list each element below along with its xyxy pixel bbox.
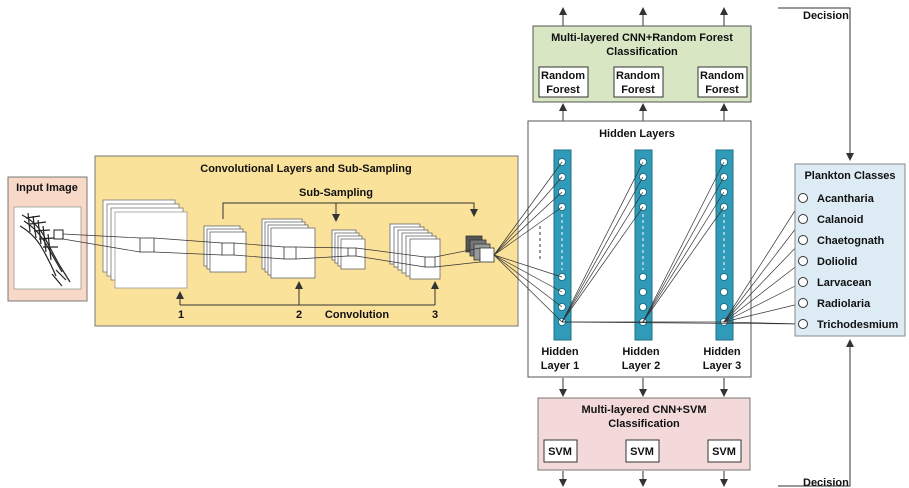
rf-box-1 bbox=[538, 66, 589, 98]
class-label-1: Acantharia bbox=[817, 193, 875, 205]
class-label-4: Doliolid bbox=[817, 256, 857, 268]
neuron-l2-6 bbox=[638, 287, 648, 297]
neuron-l3-5 bbox=[719, 272, 729, 282]
hidden-to-rf-arrows bbox=[559, 103, 728, 121]
plankton-image bbox=[13, 206, 82, 290]
svm-box-3 bbox=[707, 439, 742, 463]
rf-box-3-l2: Forest bbox=[705, 84, 739, 96]
class-label-3: Chaetognath bbox=[817, 235, 885, 247]
plankton-classes-panel: Plankton Classes AcanthariaCalanoidChaet… bbox=[794, 163, 906, 337]
decision-top-arrow bbox=[778, 7, 854, 161]
svm-box-2 bbox=[625, 439, 660, 463]
svm-box-1-label: SVM bbox=[548, 446, 572, 458]
neuron-l2-7 bbox=[638, 302, 648, 312]
convolution-panel: Convolutional Layers and Sub-Sampling Su… bbox=[62, 155, 519, 327]
random-forest-title-2: Classification bbox=[606, 46, 678, 58]
decision-bottom-arrow bbox=[778, 339, 854, 487]
class-node-1 bbox=[798, 193, 808, 203]
class-node-5 bbox=[798, 277, 808, 287]
class-node-6 bbox=[798, 298, 808, 308]
class-node-4 bbox=[798, 256, 808, 266]
hidden-layer-2-l1: Hidden bbox=[622, 346, 660, 358]
class-label-5: Larvacean bbox=[817, 277, 872, 289]
hidden-layer-1-l1: Hidden bbox=[541, 346, 579, 358]
neuron-l3-7 bbox=[719, 302, 729, 312]
feature-map-3 bbox=[261, 218, 316, 279]
feature-map-4 bbox=[331, 229, 366, 270]
hidden-layer-3-l2: Layer 3 bbox=[703, 360, 742, 372]
hidden-layers-title: Hidden Layers bbox=[599, 128, 675, 140]
rf-box-3-l1: Random bbox=[700, 70, 744, 82]
hidden-layer-3-l1: Hidden bbox=[703, 346, 741, 358]
rf-box-3 bbox=[697, 66, 748, 98]
conv-title: Convolutional Layers and Sub-Sampling bbox=[200, 163, 411, 175]
hidden-layers-panel: Hidden Layers Hidden Layer 1 Hidden Laye… bbox=[493, 120, 804, 378]
convolution-label: Convolution bbox=[325, 309, 389, 321]
class-label-7: Trichodesmium bbox=[817, 319, 899, 331]
class-node-7 bbox=[798, 319, 808, 329]
top-output-arrows bbox=[559, 7, 728, 26]
conv-step-1: 1 bbox=[178, 309, 184, 321]
neuron-l2-5 bbox=[638, 272, 648, 282]
plankton-classes-title: Plankton Classes bbox=[804, 170, 895, 182]
decision-bottom-label: Decision bbox=[803, 477, 849, 488]
neuron-l3-6 bbox=[719, 287, 729, 297]
stack-connectors bbox=[62, 233, 481, 268]
random-forest-title-1: Multi-layered CNN+Random Forest bbox=[551, 32, 733, 44]
class-node-3 bbox=[798, 235, 808, 245]
rf-box-2-l2: Forest bbox=[621, 84, 655, 96]
class-list: AcanthariaCalanoidChaetognathDoliolidLar… bbox=[798, 193, 899, 331]
random-forest-panel: Multi-layered CNN+Random Forest Classifi… bbox=[532, 25, 752, 103]
svm-box-1 bbox=[543, 439, 578, 463]
svm-box-2-label: SVM bbox=[630, 446, 654, 458]
input-image-panel: Input Image bbox=[7, 176, 88, 302]
conv-step-2: 2 bbox=[296, 309, 302, 321]
plankton-sketch bbox=[19, 212, 71, 287]
connections bbox=[493, 161, 804, 325]
feature-map-1 bbox=[102, 199, 188, 289]
class-label-6: Radiolaria bbox=[817, 298, 871, 310]
rf-box-2-l1: Random bbox=[616, 70, 660, 82]
hidden-to-svm-arrows bbox=[559, 378, 728, 397]
svm-panel: Multi-layered CNN+SVM Classification SVM… bbox=[537, 397, 751, 471]
bottom-output-arrows bbox=[559, 471, 728, 487]
rf-box-2 bbox=[613, 66, 664, 98]
rf-box-1-l1: Random bbox=[541, 70, 585, 82]
feature-map-6 bbox=[465, 235, 495, 263]
svm-title-2: Classification bbox=[608, 418, 680, 430]
hidden-layer-1-l2: Layer 1 bbox=[541, 360, 580, 372]
svm-title-1: Multi-layered CNN+SVM bbox=[582, 404, 707, 416]
feature-map-5 bbox=[389, 223, 441, 280]
conv-step-3: 3 bbox=[432, 309, 438, 321]
hidden-layer-2-l2: Layer 2 bbox=[622, 360, 661, 372]
subsampling-arrow bbox=[222, 202, 478, 219]
subsampling-label: Sub-Sampling bbox=[299, 187, 373, 199]
svm-box-3-label: SVM bbox=[712, 446, 736, 458]
class-node-2 bbox=[798, 214, 808, 224]
feature-map-2 bbox=[203, 225, 247, 273]
input-image-title: Input Image bbox=[16, 182, 78, 194]
decision-top-label: Decision bbox=[803, 10, 849, 22]
class-label-2: Calanoid bbox=[817, 214, 863, 226]
rf-box-1-l2: Forest bbox=[546, 84, 580, 96]
